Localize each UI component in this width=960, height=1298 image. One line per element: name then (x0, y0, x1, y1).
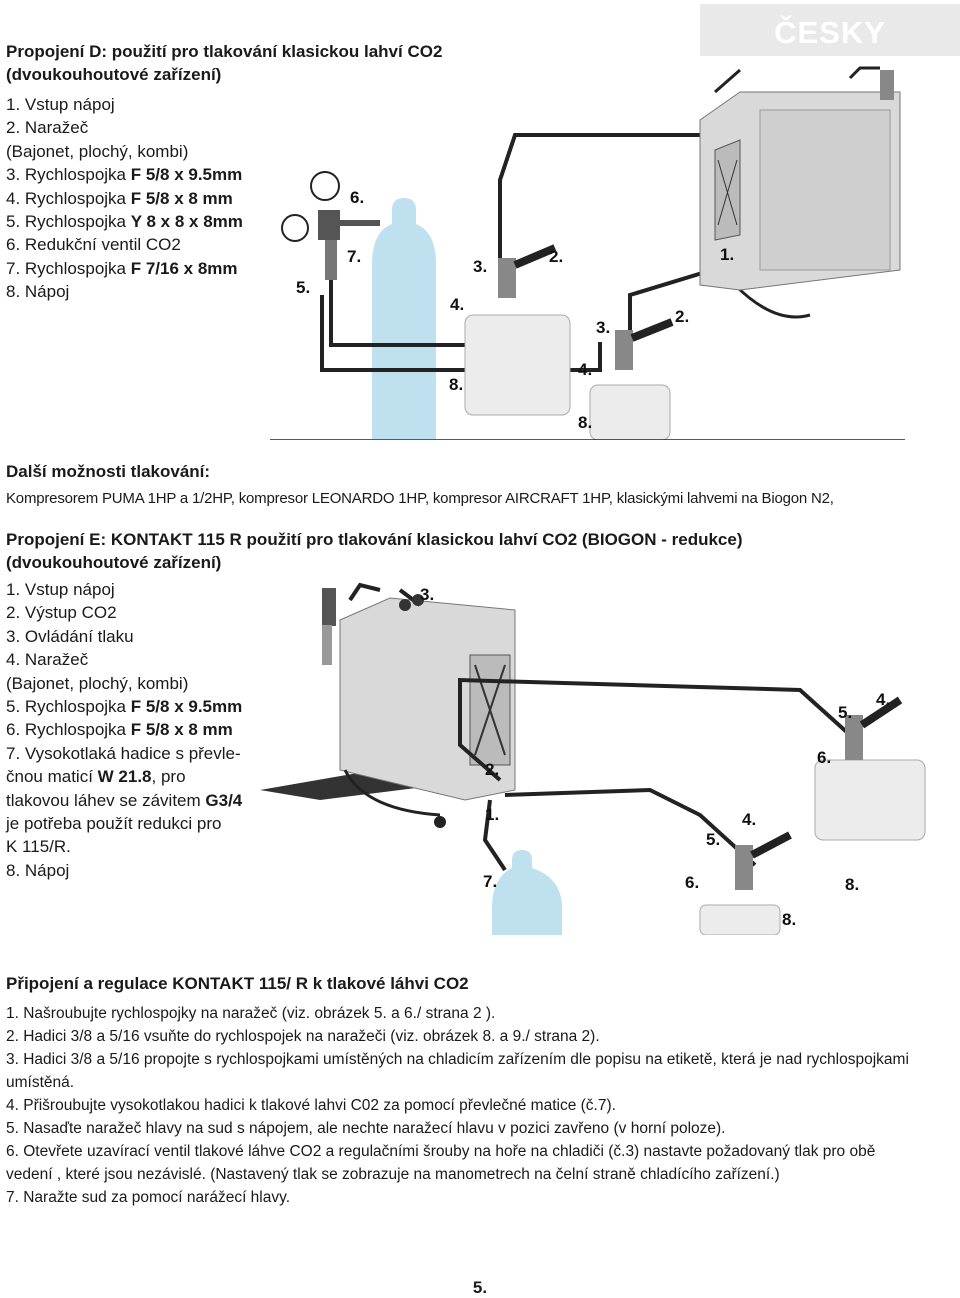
coupler (615, 330, 633, 370)
section-e-title-line: Propojení E: KONTAKT 115 R použití pro t… (6, 530, 743, 549)
list-item: 5. Rychlospojka Y 8 x 8 x 8mm (6, 212, 243, 232)
diagram-label: 5. (296, 278, 310, 297)
list-item: 1. Vstup nápoj (6, 580, 115, 599)
list-item: 7. Vysokotlaká hadice s převle- (6, 743, 241, 763)
diagram-label: 5. (706, 830, 720, 849)
diagram-label: 4. (876, 690, 890, 709)
list-item: čnou maticí W 21.8, pro (6, 767, 186, 787)
diagram-label: 4. (450, 295, 464, 314)
list-item: 1. Vstup nápoj (6, 95, 115, 114)
diagram-label: 6. (817, 748, 831, 767)
diagram-label: 4. (742, 810, 756, 829)
section-e-title-line: (dvoukouhoutové zařízení) (6, 553, 222, 572)
section-d-title-line: Propojení D: použití pro tlakování klasi… (6, 42, 443, 61)
step-item: 1. Našroubujte rychlospojky na naražeč (… (6, 1005, 496, 1022)
other-options-text: Kompresorem PUMA 1HP a 1/2HP, kompresor … (6, 490, 834, 507)
list-item: 8. Nápoj (6, 282, 70, 302)
step-item: 4. Přišroubujte vysokotlakou hadici k tl… (6, 1097, 616, 1114)
diagram-label: 1. (720, 245, 734, 264)
diagram-label: 3. (420, 585, 434, 604)
list-item: (Bajonet, plochý, kombi) (6, 673, 189, 693)
other-options-title: Další možnosti tlakování: (6, 462, 211, 481)
hose (458, 677, 852, 782)
gauge-icon (310, 171, 340, 201)
diagram-label: 2. (485, 760, 499, 779)
diagram-e: 3. 2. 1. 7. 5. 4. 6. 5. 4. 6. 8. 8. (260, 582, 926, 935)
step-item: 2. Hadici 3/8 a 5/16 vsuňte do rychlospo… (6, 1028, 600, 1045)
keg (464, 314, 571, 416)
diagram-label: 8. (578, 413, 592, 432)
diagram-label: 8. (782, 910, 796, 929)
list-item: tlakovou láhev se závitem G3/4 (6, 790, 243, 810)
list-item: 3. Rychlospojka F 5/8 x 9.5mm (6, 165, 243, 185)
keg (699, 904, 781, 935)
list-item: je potřeba použít redukci pro (6, 814, 222, 834)
co2-bottle (492, 850, 562, 935)
list-item: 7. Rychlospojka F 7/16 x 8mm (6, 258, 238, 278)
diagram-label: 4. (578, 360, 592, 379)
diagram-label: 8. (449, 375, 463, 394)
coupler (735, 845, 753, 890)
list-item: K 115/R. (6, 837, 71, 857)
diagram-label: 7. (347, 247, 361, 266)
list-item: (Bajonet, plochý, kombi) (6, 141, 189, 161)
list-item: 6. Rychlospojka F 5/8 x 8 mm (6, 720, 233, 740)
connection-title: Připojení a regulace KONTAKT 115/ R k tl… (6, 974, 469, 993)
list-item: 4. Rychlospojka F 5/8 x 8 mm (6, 188, 233, 208)
list-item: 4. Naražeč (6, 650, 89, 670)
step-item: 3. Hadici 3/8 a 5/16 propojte s rychlosp… (6, 1051, 909, 1091)
coupler (845, 715, 863, 760)
list-item: 3. Ovládání tlaku (6, 626, 134, 646)
diagram-label: 2. (549, 247, 563, 266)
list-item: 2. Naražeč (6, 118, 89, 138)
section-d-list: 1. Vstup nápoj 2. Naražeč (Bajonet, ploc… (6, 93, 243, 304)
keg (814, 759, 926, 841)
keg (589, 384, 671, 440)
page-number: 5. (472, 1278, 488, 1297)
diagram-label: 6. (685, 873, 699, 892)
diagram-label: 7. (483, 872, 497, 891)
diagram-label: 3. (473, 257, 487, 276)
tap-icon (880, 70, 894, 100)
section-d-title-line: (dvoukouhoutové zařízení) (6, 65, 222, 84)
diagram-label: 2. (675, 307, 689, 326)
list-item: 5. Rychlospojka F 5/8 x 9.5mm (6, 697, 243, 717)
section-e-title: Propojení E: KONTAKT 115 R použití pro t… (6, 528, 743, 574)
connection-steps: 1. Našroubujte rychlospojky na naražeč (… (6, 1002, 921, 1209)
language-tab: ČESKY (700, 4, 960, 56)
gauge-icon (281, 214, 309, 242)
hose (329, 280, 468, 347)
step-item: 7. Naražte sud za pomocí narážecí hlavy. (6, 1189, 291, 1206)
diagram-d: 5. 6. 7. 4. 3. 2. 8. 3. 2. 1. 4. 8. (270, 66, 905, 440)
co2-bottle (372, 198, 436, 439)
diagram-label: 6. (350, 188, 364, 207)
list-item: 6. Redukční ventil CO2 (6, 235, 181, 255)
step-item: 5. Nasaďte naražeč hlavy na sud s nápoje… (6, 1120, 726, 1137)
section-d-title: Propojení D: použití pro tlakování klasi… (6, 40, 442, 86)
diagram-label: 3. (596, 318, 610, 337)
list-item: 8. Nápoj (6, 860, 70, 880)
regulator (318, 210, 340, 240)
step-item: 6. Otevřete uzavírací ventil tlakové láh… (6, 1143, 876, 1183)
diagram-label: 5. (838, 703, 852, 722)
coupler (498, 258, 516, 298)
section-e-list: 1. Vstup nápoj 2. Výstup CO2 3. Ovládání… (6, 578, 242, 882)
list-item: 2. Výstup CO2 (6, 603, 117, 623)
diagram-label: 1. (485, 805, 499, 824)
diagram-label: 8. (845, 875, 859, 894)
tap-icon (322, 588, 336, 626)
